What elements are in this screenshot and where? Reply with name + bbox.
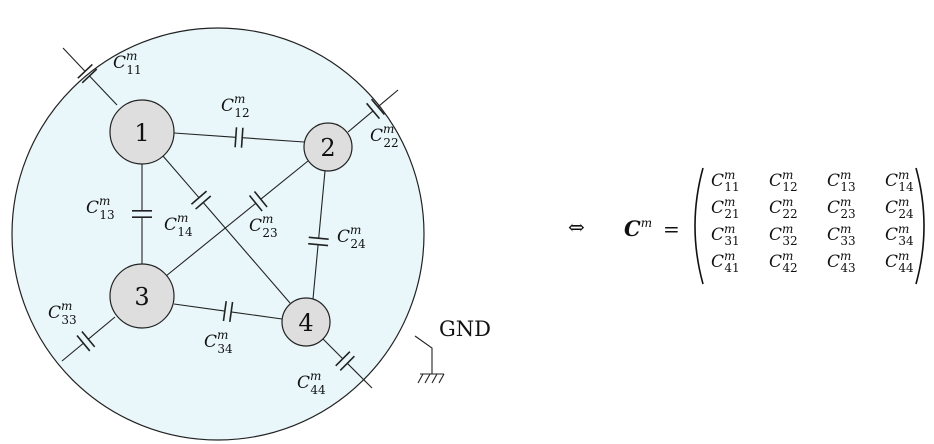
cap-44-capacitor [322, 338, 373, 389]
node-2-label: 2 [320, 134, 335, 162]
ground-symbol [414, 335, 445, 384]
cap-22-capacitor [347, 89, 399, 133]
capacitors [61, 47, 399, 389]
equivalence-symbol: ⇔ [568, 215, 585, 239]
node-1-label: 1 [134, 119, 149, 147]
node-2: 2 [303, 122, 353, 172]
cap-11-capacitor [62, 47, 118, 106]
node-4-label: 4 [298, 309, 313, 337]
node-4: 4 [281, 297, 331, 347]
cap-24-capacitor [308, 170, 329, 300]
node-1: 1 [109, 99, 175, 165]
node-3-label: 3 [134, 283, 149, 311]
cap-12-capacitor [173, 127, 305, 148]
cap-34-capacitor [173, 301, 283, 322]
cap-14-capacitor [162, 155, 291, 304]
matrix-lhs: Cm [624, 216, 652, 241]
matrix-right-paren [915, 167, 925, 285]
cap-33-capacitor [61, 316, 116, 362]
cap-13-capacitor [132, 164, 152, 264]
node-3: 3 [109, 263, 175, 329]
gnd-label: GND [439, 317, 491, 341]
equals-sign: = [663, 217, 680, 241]
conductor-nodes: 1 2 3 4 [109, 99, 353, 347]
cap-23-capacitor [165, 160, 309, 277]
matrix-left-paren [694, 167, 704, 285]
